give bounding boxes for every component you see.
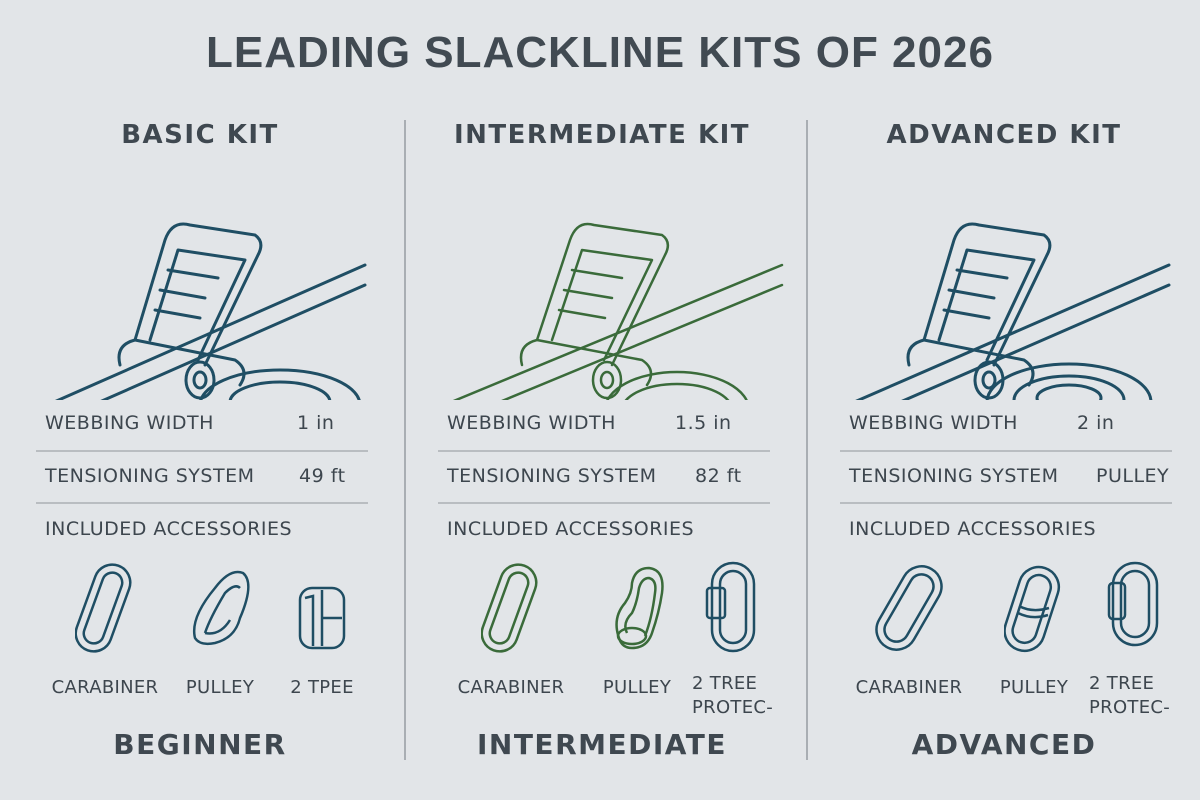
row-divider [36,502,368,504]
accessory-item: CARABINER [50,558,160,700]
accessories-list: CARABINER PULLEY 2 TPEE [0,558,400,698]
page-title: LEADING SLACKLINE KITS OF 2026 [206,28,994,77]
ratchet-with-coiled-webbing-icon [452,222,784,400]
accessory-label-line2: PROTEC- [1089,697,1171,718]
spec-value: 1.5 in [675,412,732,434]
accessory-label-line1: 2 TREE [692,673,758,694]
spec-label: TENSIONING SYSTEM [447,465,657,487]
accessory-item: 2 TREE PROTEC- [1089,558,1189,720]
accessory-label: CARABINER [51,677,159,698]
accessory-label-line1: 2 TREE [1089,673,1155,694]
spec-row-webbing-width: WEBBING WIDTH 2 in [849,412,1114,434]
accessory-item: PULLEY [582,558,692,700]
ratchet-with-webbing-roll-icon [855,222,1171,400]
accessory-label: 2 TREE PROTEC- [692,672,792,720]
spec-row-webbing-width: WEBBING WIDTH 1.5 in [447,412,731,434]
carabiner-icon [75,563,132,653]
spec-row-tensioning-system: TENSIONING SYSTEM 82 ft [447,465,741,487]
tree-protector-icon [298,586,346,650]
accessory-label: CARABINER [855,677,963,698]
row-divider [36,450,368,452]
spec-label: WEBBING WIDTH [447,412,616,434]
pulley-icon [1004,565,1061,653]
spec-label: TENSIONING SYSTEM [849,465,1059,487]
row-divider [840,502,1172,504]
accessory-label: PULLEY [602,677,672,698]
spec-value: PULLEY [1096,465,1170,487]
kit-title: ADVANCED KIT [886,120,1122,150]
accessory-label-line2: PROTEC- [692,697,774,718]
spec-value: 49 ft [299,465,346,487]
accessory-label: PULLEY [185,677,255,698]
accessory-item: 2 TPEE [272,558,372,700]
accessory-label: CARABINER [457,677,565,698]
quick-link-icon [705,561,756,653]
spec-label: WEBBING WIDTH [849,412,1018,434]
accessory-item: CARABINER [854,558,964,700]
spec-value: 2 in [1077,412,1115,434]
spec-value: 82 ft [695,465,742,487]
skill-level: ADVANCED [911,728,1097,761]
carabiner-icon [481,563,538,653]
column-divider [806,120,808,760]
accessories-list: CARABINER PULLEY 2 TREE PROTEC- [804,558,1200,718]
kit-title: INTERMEDIATE KIT [453,120,751,150]
accessory-item: PULLEY [165,558,275,700]
accessories-heading: INCLUDED ACCESSORIES [45,518,293,540]
kit-title: BASIC KIT [121,120,279,150]
accessory-item: 2 TREE PROTEC- [692,558,792,720]
kit-column-advanced: ADVANCED KIT WEBBING WIDTH 2 in TENSIONI… [804,110,1200,800]
spec-label: WEBBING WIDTH [45,412,214,434]
kit-column-intermediate: INTERMEDIATE KIT WEBBING WIDTH 1.5 in TE… [402,110,802,800]
spec-value: 1 in [297,412,335,434]
spec-row-tensioning-system: TENSIONING SYSTEM PULLEY [849,465,1169,487]
row-divider [438,450,770,452]
pulley-icon [192,570,250,646]
accessory-label: 2 TREE PROTEC- [1089,672,1189,720]
kit-column-basic: BASIC KIT WEBBING WIDTH 1 in TENSIONING … [0,110,400,800]
accessory-label: 2 TPEE [290,677,354,698]
quick-link-icon [1107,561,1159,647]
skill-level: BEGINNER [113,728,287,761]
spec-label: TENSIONING SYSTEM [45,465,255,487]
accessory-item: CARABINER [456,558,566,700]
accessories-heading: INCLUDED ACCESSORIES [849,518,1097,540]
accessory-item: PULLEY [979,558,1089,700]
accessories-heading: INCLUDED ACCESSORIES [447,518,695,540]
column-divider [404,120,406,760]
spec-row-tensioning-system: TENSIONING SYSTEM 49 ft [45,465,345,487]
carabiner-icon [875,565,943,651]
pulley-icon [615,566,664,650]
ratchet-with-webbing-roll-icon [54,222,367,400]
row-divider [438,502,770,504]
accessories-list: CARABINER PULLEY 2 TREE PROTEC- [402,558,802,718]
row-divider [840,450,1172,452]
spec-row-webbing-width: WEBBING WIDTH 1 in [45,412,334,434]
accessory-label: PULLEY [999,677,1069,698]
skill-level: INTERMEDIATE [476,728,727,761]
